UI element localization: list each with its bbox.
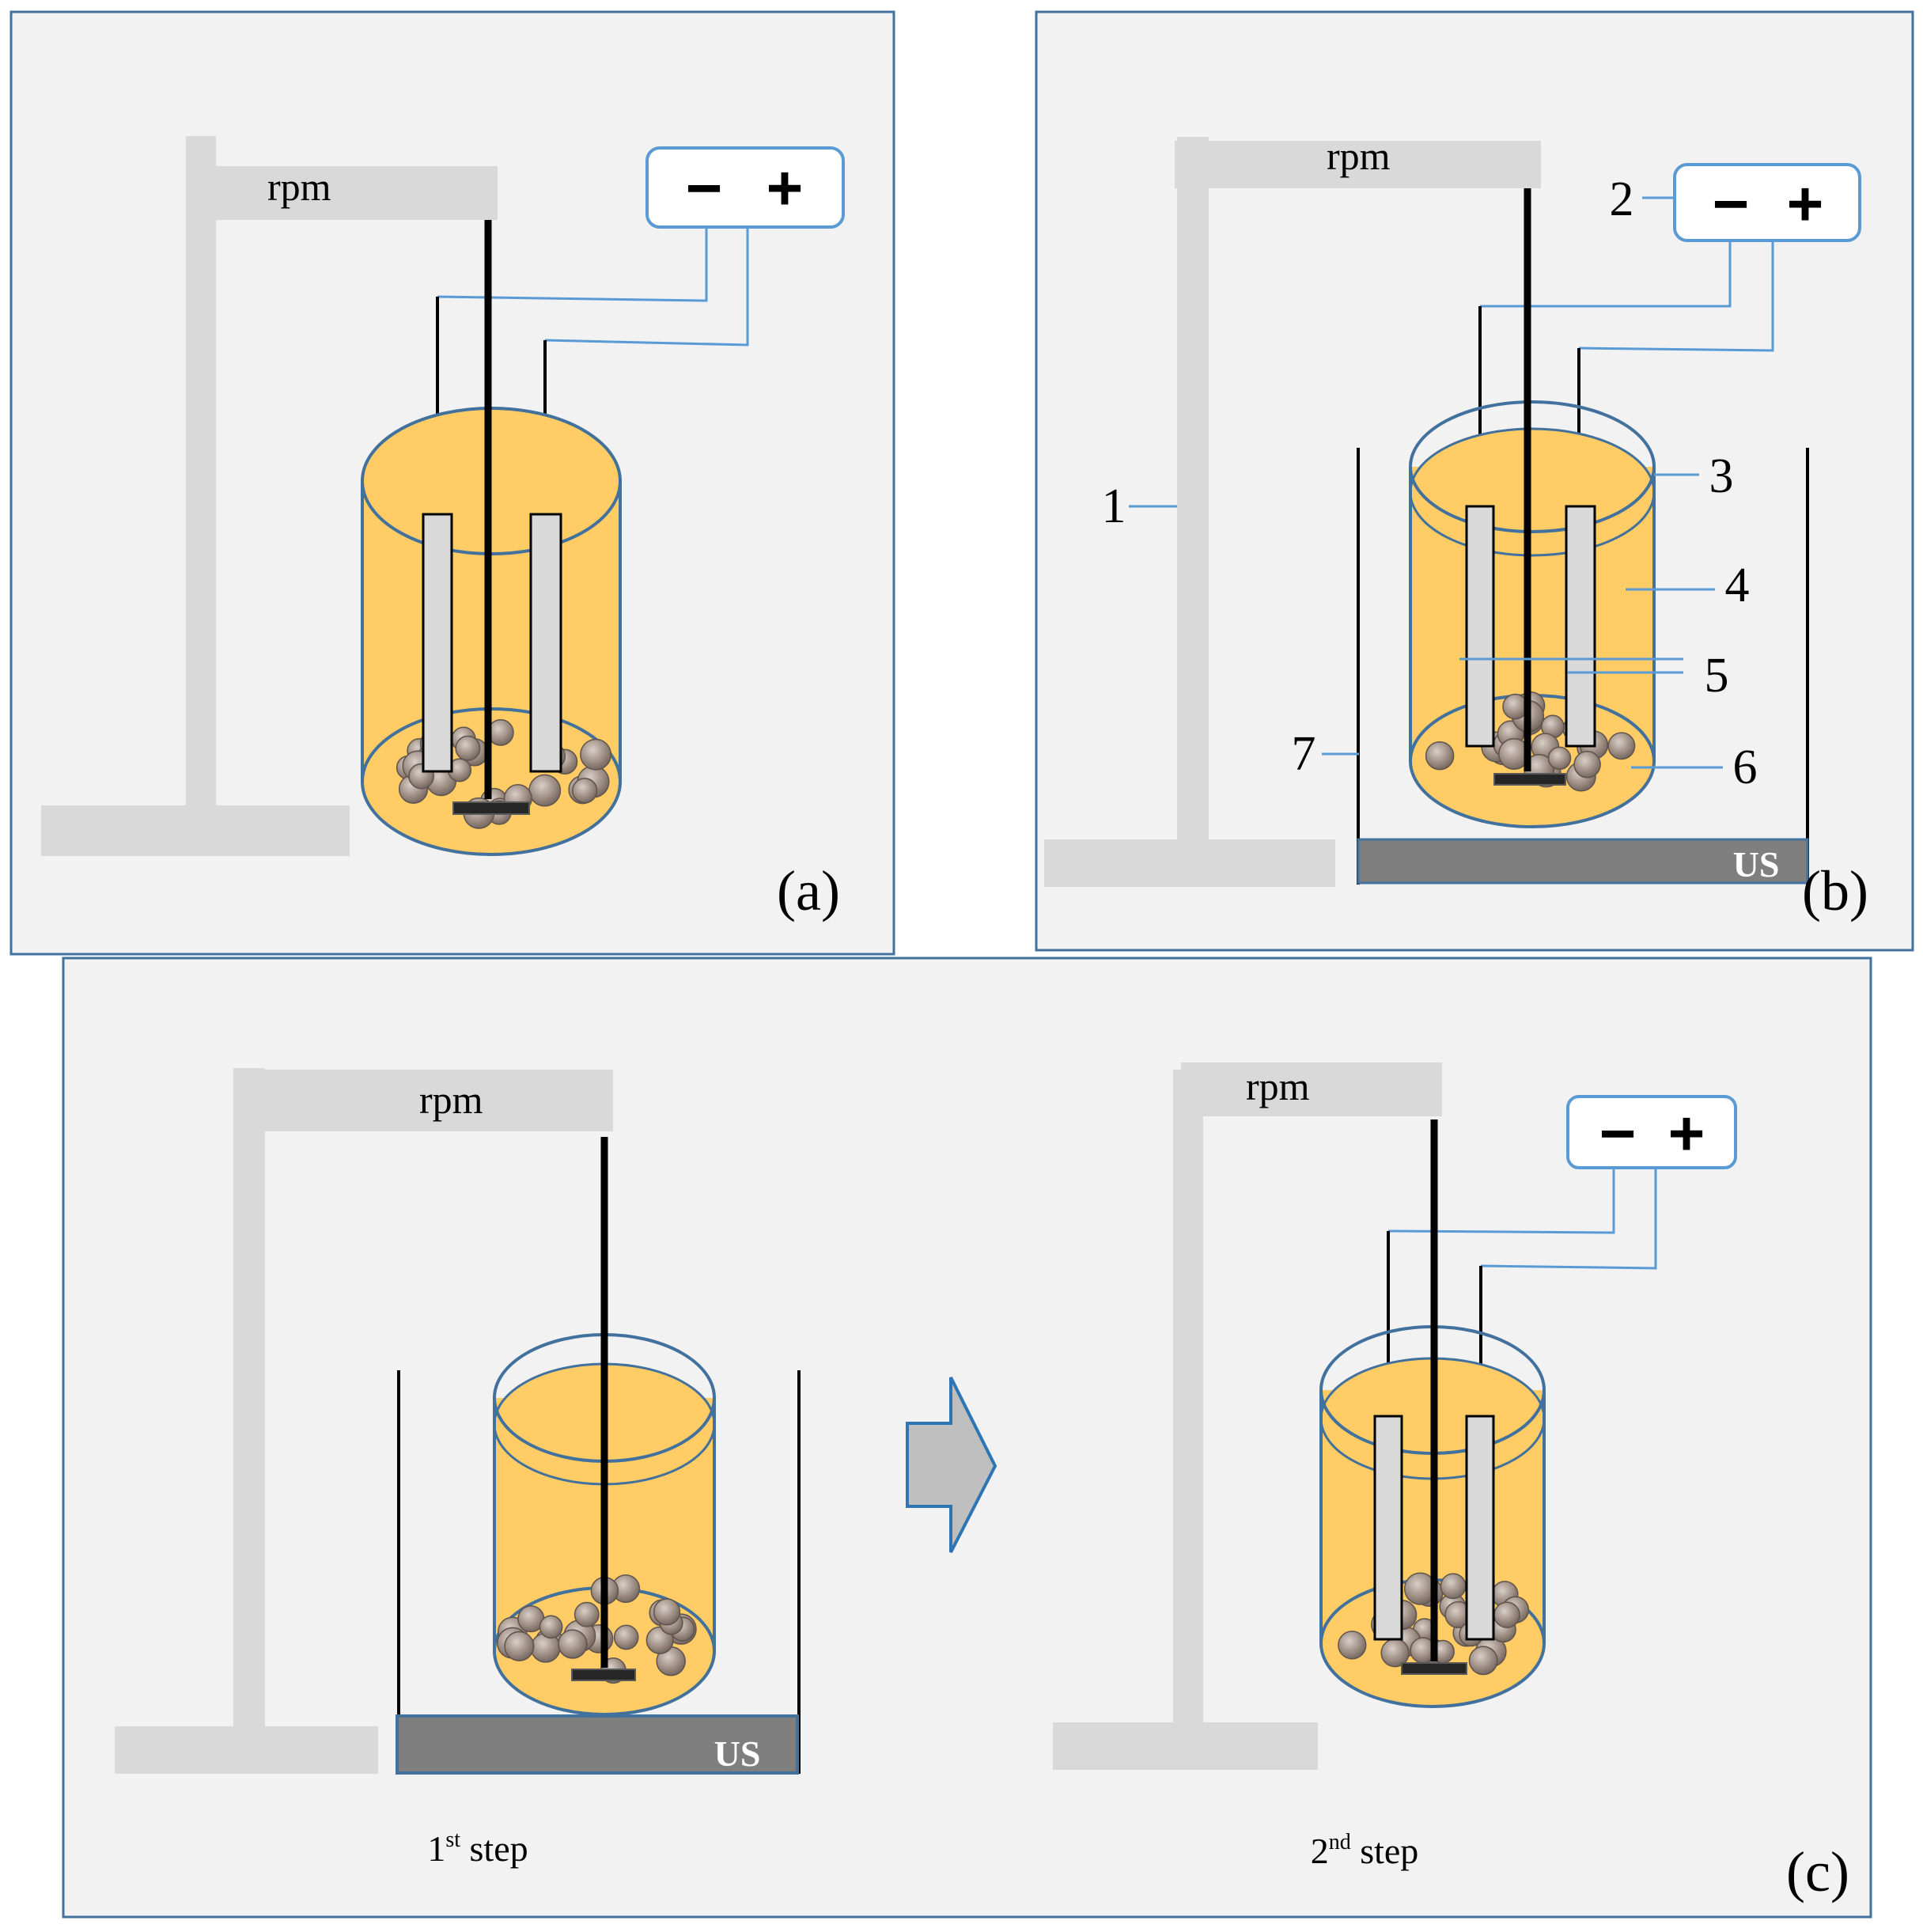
callout-4: 4 [1725,559,1750,612]
catalyst-particle [1573,751,1601,778]
catalyst-particle [539,1615,563,1639]
electrode-cathode [422,513,453,773]
callout-1: 1 [1102,479,1126,533]
catalyst-particle [504,1631,535,1661]
step-arrow [906,1377,997,1553]
electrode-cathode [1373,1415,1403,1641]
panel-c-label: (c) [1786,1840,1849,1904]
positive-terminal: + [767,153,804,223]
negative-terminal: − [1713,169,1750,239]
panel-a: rpm − + (a) [9,10,895,956]
negative-terminal: − [1599,1098,1637,1169]
catalyst-particle [1440,1573,1467,1600]
stirrer-head [233,1070,613,1131]
step-2-caption: 2nd step [1311,1830,1419,1871]
electrode-anode [529,513,562,773]
catalyst-particle [1493,1601,1520,1628]
stand-post [186,136,216,816]
electrode-anode [1565,505,1596,748]
stand-base [1053,1722,1318,1770]
step-1-caption: 1st step [427,1828,528,1869]
power-supply [645,146,845,229]
catalyst-particle [1468,1646,1498,1676]
catalyst-particle [1425,741,1455,771]
rpm-label: rpm [419,1078,483,1122]
wire-positive [1578,241,1774,352]
catalyst-particle [573,1601,600,1627]
panel-a-label: (a) [777,859,840,922]
callout-5: 5 [1705,649,1729,703]
stirrer-blade [1493,773,1566,786]
us-label: US [714,1733,761,1774]
wire-positive [1480,1168,1657,1270]
stirrer-head [1175,141,1541,188]
catalyst-particle [1547,746,1572,771]
catalyst-particle [528,774,562,807]
catalyst-particle [653,1598,681,1626]
stand-post [233,1068,265,1729]
catalyst-particle [558,1629,588,1659]
wire-positive [544,227,749,347]
electrode-anode [1465,1415,1495,1641]
stirrer-blade [571,1669,636,1681]
catalyst-particle [1338,1631,1367,1660]
catalyst-particle [1607,732,1636,760]
stirrer-blade [452,801,530,815]
positive-terminal: + [1668,1098,1705,1169]
ultrasonic-transducer [396,1714,799,1775]
catalyst-particle [613,1624,639,1650]
rpm-label: rpm [1327,134,1391,178]
stirrer-blade [1401,1662,1467,1675]
liquid-surface [1409,427,1656,557]
catalyst-particle [487,719,514,746]
rpm-label: rpm [1246,1064,1310,1108]
callout-7: 7 [1292,727,1316,781]
callout-2: 2 [1610,172,1634,226]
panel-b: rpm US − + 1 2 3 4 [1035,10,1914,952]
callout-3: 3 [1709,449,1734,503]
wire-negative [1387,1168,1615,1234]
particle-cluster [497,1574,697,1684]
panel-b-label: (b) [1802,859,1868,922]
us-label: US [1733,844,1780,885]
rpm-label: rpm [267,165,331,209]
ultrasonic-transducer [1357,838,1809,885]
stand-post [1177,137,1209,849]
wire-negative [1480,241,1732,308]
stand-base [41,805,350,856]
catalyst-particle [572,778,598,804]
step-1-setup: rpm US 1st step [115,1068,801,1869]
step-2-setup: rpm − + 2nd step [1053,1063,1737,1871]
particle-cluster [1425,691,1636,792]
panel-c: rpm US 1st step rpm − + [62,957,1872,1919]
power-supply [1673,163,1861,242]
callout-6: 6 [1733,741,1758,794]
stirrer-head [216,166,498,220]
negative-terminal: − [686,153,723,223]
stand-base [115,1726,378,1774]
positive-terminal: + [1787,169,1824,239]
stand-base [1044,839,1335,887]
catalyst-particle [455,735,481,761]
stirrer-head [1181,1063,1442,1116]
electrode-cathode [1465,505,1495,748]
stand-post [1173,1070,1203,1726]
catalyst-particle [580,738,612,771]
wire-negative [437,227,708,302]
power-supply [1566,1095,1737,1169]
